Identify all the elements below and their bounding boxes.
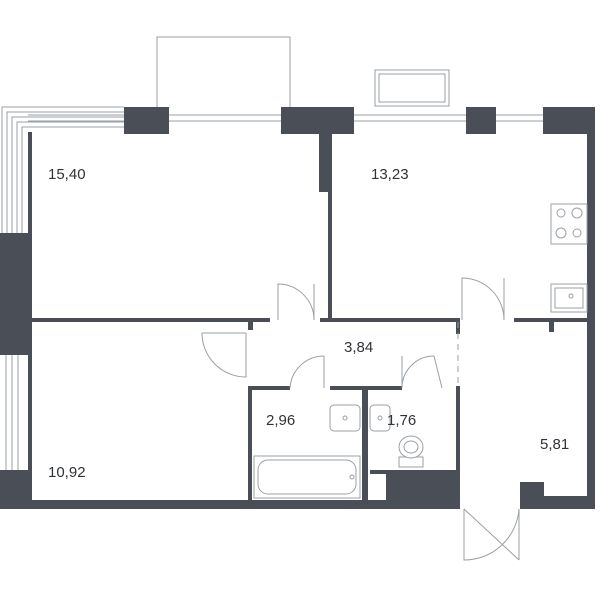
area-label-entry: 5,81 [540, 436, 569, 453]
area-label-toilet: 1,76 [387, 412, 416, 429]
bathtub [253, 455, 361, 499]
windows [1, 106, 543, 470]
area-label-bathroom: 2,96 [266, 412, 295, 429]
kitchen-stove [550, 203, 588, 245]
balcony-right [374, 69, 450, 107]
area-label-bedroom-bottom-left: 10,92 [48, 464, 86, 481]
area-label-kitchen: 13,23 [371, 166, 409, 183]
area-label-bedroom-top-left: 15,40 [48, 166, 86, 183]
area-label-hall: 3,84 [344, 339, 373, 356]
interior-walls [28, 132, 590, 502]
doors [201, 277, 520, 561]
kitchen-sink [550, 283, 588, 313]
balcony-left [156, 36, 291, 107]
bathroom-sink [329, 404, 361, 432]
toilet-sink [369, 404, 391, 432]
exterior-walls [0, 107, 595, 509]
toilet [398, 435, 424, 468]
